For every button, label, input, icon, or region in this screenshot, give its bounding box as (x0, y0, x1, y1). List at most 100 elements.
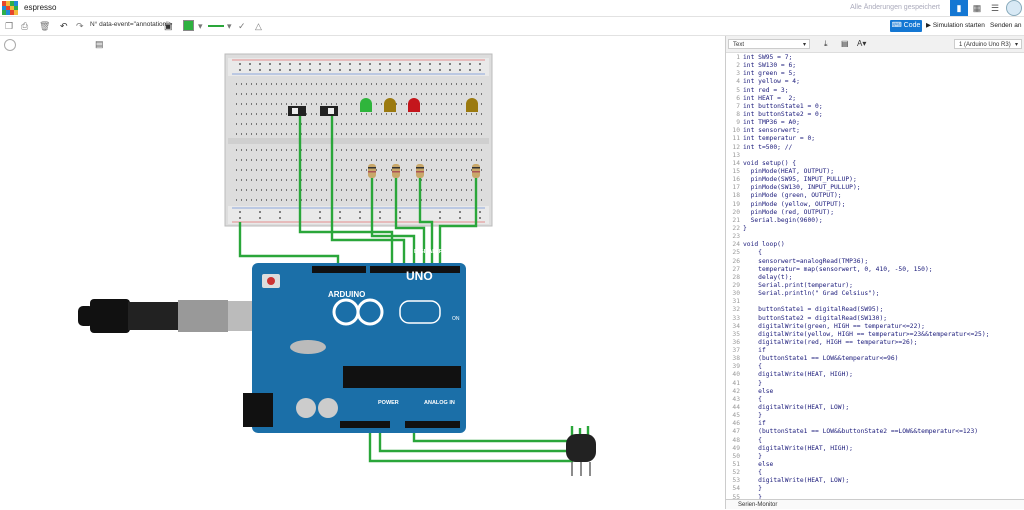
slide-switch-sw95[interactable] (288, 106, 306, 116)
code-line[interactable] (743, 298, 989, 306)
code-button[interactable]: ⌨ Code (890, 20, 922, 32)
code-line[interactable]: { (743, 363, 762, 371)
code-line[interactable]: } (743, 493, 762, 499)
code-line[interactable]: pinMode (red, OUTPUT); (743, 208, 834, 216)
list-icon[interactable]: ☰ (990, 2, 1000, 13)
led-yellow[interactable] (384, 98, 396, 112)
flip-icon[interactable]: △ (255, 21, 262, 31)
code-line[interactable]: int buttonState1 = 0; (743, 102, 823, 110)
download-icon[interactable]: ⤓ (824, 39, 828, 48)
code-line[interactable] (743, 152, 989, 160)
send-to-button[interactable]: Senden an (990, 22, 1022, 29)
code-line[interactable]: int temperatur = 0; (743, 135, 816, 143)
code-line[interactable]: int red = 3; (743, 86, 789, 94)
code-line[interactable]: { (743, 395, 762, 403)
avatar[interactable] (1006, 0, 1022, 16)
arduino-uno-board[interactable] (243, 263, 466, 433)
circuit-canvas[interactable]: ▤ (0, 36, 724, 509)
code-line[interactable]: if (743, 420, 766, 428)
code-line[interactable]: int HEAT = 2; (743, 94, 797, 102)
tinkercad-logo[interactable] (2, 1, 18, 15)
code-line[interactable]: digitalWrite(green, HIGH == temperatur<=… (743, 322, 925, 330)
code-line[interactable]: { (743, 469, 762, 477)
schematic-icon[interactable]: ▦ (972, 2, 982, 13)
code-line[interactable]: (buttonState1 == LOW&&buttonState2 ==LOW… (743, 428, 979, 436)
code-line[interactable]: { (743, 249, 762, 257)
note-icon[interactable]: ▣ (164, 21, 173, 31)
code-line[interactable]: Serial.print(temperatur); (743, 281, 853, 289)
led-red[interactable] (408, 98, 420, 112)
code-line[interactable]: int green = 5; (743, 70, 797, 78)
code-line[interactable]: int TMP36 = A0; (743, 119, 800, 127)
code-mode-select[interactable]: Text▾ (728, 39, 810, 49)
code-line[interactable]: int SW95 = 7; (743, 54, 793, 61)
delete-icon[interactable]: 🗑 (39, 21, 51, 31)
slide-switch-sw130[interactable] (320, 106, 338, 116)
rotate-icon[interactable]: ✓ (238, 21, 246, 31)
code-lines[interactable]: int SW95 = 7;int SW130 = 6;int green = 5… (743, 54, 989, 499)
code-line[interactable]: pinMode(SW95, INPUT_PULLUP); (743, 176, 857, 184)
upload-icon[interactable]: ▤ (841, 39, 849, 48)
copy-icon[interactable]: ❐ (5, 21, 14, 31)
code-line[interactable]: digitalWrite(yellow, HIGH == temperatur>… (743, 330, 990, 338)
code-line[interactable]: { (743, 436, 762, 444)
code-line[interactable]: else (743, 461, 774, 469)
code-line[interactable]: temperatur= map(sensorwert, 0, 410, -50,… (743, 265, 933, 273)
code-line[interactable]: if (743, 347, 766, 355)
code-line[interactable]: delay(t); (743, 273, 793, 281)
chevron-down-icon[interactable]: ▾ (198, 21, 203, 31)
code-line[interactable]: void setup() { (743, 159, 797, 167)
code-line[interactable]: sensorwert=analogRead(TMP36); (743, 257, 869, 265)
code-line[interactable]: digitalWrite(HEAT, HIGH); (743, 444, 853, 452)
code-line[interactable]: int t=500; // (743, 143, 793, 151)
chevron-down-icon[interactable]: ▾ (227, 21, 232, 31)
board-select[interactable]: 1 (Arduino Uno R3)▾ (954, 39, 1022, 49)
code-line[interactable]: } (743, 485, 762, 493)
code-line[interactable]: pinMode(SW130, INPUT_PULLUP); (743, 184, 861, 192)
code-line[interactable]: else (743, 387, 774, 395)
code-line[interactable]: } (743, 224, 747, 232)
paste-icon[interactable]: ⎙ (21, 21, 29, 31)
wire-type-icon[interactable] (207, 20, 225, 32)
code-line[interactable]: pinMode (yellow, OUTPUT); (743, 200, 846, 208)
code-line[interactable]: Serial.println(" Grad Celsius"); (743, 290, 880, 298)
code-line[interactable]: pinMode (green, OUTPUT); (743, 192, 842, 200)
usb-cable[interactable] (78, 299, 256, 333)
code-line[interactable]: (buttonState1 == LOW&&temperatur<=96) (743, 355, 899, 363)
code-line[interactable]: pinMode(HEAT, OUTPUT); (743, 167, 834, 175)
resistor[interactable] (368, 164, 376, 178)
tmp36-sensor[interactable] (566, 434, 596, 476)
code-line[interactable]: Serial.begin(9600); (743, 216, 823, 224)
code-line[interactable]: buttonState2 = digitalRead(SW130); (743, 314, 888, 322)
code-line[interactable]: digitalWrite(HEAT, HIGH); (743, 371, 853, 379)
resistor[interactable] (416, 164, 424, 178)
design-title[interactable]: espresso (24, 3, 57, 12)
code-line[interactable]: digitalWrite(red, HIGH == temperatur>=26… (743, 338, 918, 346)
code-line[interactable]: int sensorwert; (743, 127, 800, 135)
redo-icon[interactable]: ↷ (76, 21, 84, 31)
code-line[interactable]: int SW130 = 6; (743, 62, 797, 70)
resistor[interactable] (392, 164, 400, 178)
wire-color-swatch[interactable] (183, 20, 194, 31)
font-size-icon[interactable]: A▾ (857, 39, 867, 48)
code-line[interactable] (743, 233, 989, 241)
circuit-view-icon[interactable]: ▮ (950, 0, 968, 16)
code-line[interactable]: } (743, 379, 762, 387)
code-line[interactable]: } (743, 452, 762, 460)
code-line[interactable]: digitalWrite(HEAT, LOW); (743, 404, 850, 412)
led-heat[interactable] (466, 98, 478, 112)
code-line[interactable]: int yellow = 4; (743, 78, 800, 86)
code-line[interactable]: } (743, 412, 762, 420)
notes-icon[interactable]: ▤ (95, 39, 104, 49)
code-line[interactable]: digitalWrite(HEAT, LOW); (743, 477, 850, 485)
code-line[interactable]: int buttonState2 = 0; (743, 110, 823, 118)
resistor[interactable] (472, 164, 480, 178)
breadboard[interactable] (224, 53, 493, 227)
view-cube-icon[interactable] (4, 39, 16, 51)
code-line[interactable]: buttonState1 = digitalRead(SW95); (743, 306, 884, 314)
code-line[interactable]: void loop() (743, 241, 785, 249)
led-green[interactable] (360, 98, 372, 112)
undo-icon[interactable]: ↶ (60, 21, 68, 31)
start-simulation-button[interactable]: ▶ Simulation starten (926, 22, 985, 29)
